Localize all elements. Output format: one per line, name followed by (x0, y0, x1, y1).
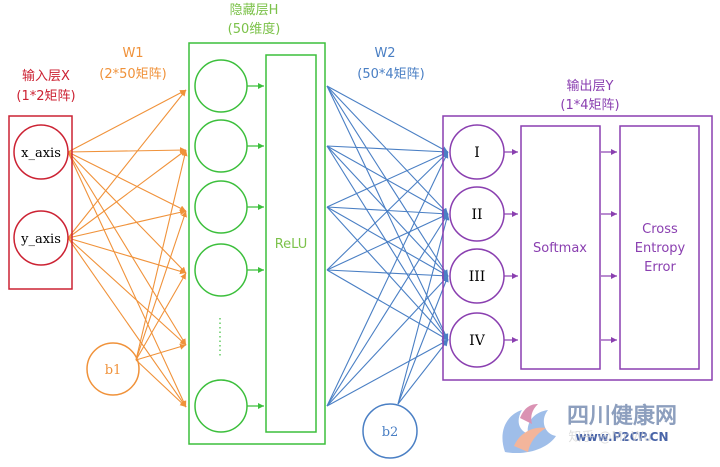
w1-edge (67, 151, 187, 346)
input-layer: 输入层X (1*2矩阵) x_axis y_axis (8, 68, 76, 290)
w2-edge (326, 85, 449, 153)
w2-edge (326, 151, 449, 208)
hidden-layer: 隐藏层H (50维度) ReLU (188, 3, 326, 445)
input-layer-shape: (1*2矩阵) (16, 89, 75, 104)
watermark-site: www.P2CP.CN (576, 430, 669, 444)
output-layer-box (442, 115, 713, 381)
loss-label-line3: Error (644, 260, 676, 275)
w1-edge (67, 149, 187, 239)
watermark: 四川健康网 www.P2CP.CN 知乎 @Mr.Wu (502, 403, 677, 454)
softmax-box (520, 125, 601, 370)
w1-edge (135, 149, 188, 361)
output-node-label: I (474, 145, 480, 161)
b2-edge (397, 339, 449, 405)
w2-edge (326, 151, 449, 407)
hidden-node (194, 119, 248, 173)
w1-edge (135, 359, 187, 408)
w2-edge (326, 269, 449, 279)
output-layer-shape: (1*4矩阵) (560, 98, 619, 113)
w2-connections (326, 85, 450, 407)
hidden-node (194, 59, 248, 113)
w1-edge (67, 89, 187, 153)
input-node-x-label: x_axis (21, 146, 61, 161)
input-node-x (13, 124, 69, 180)
w1-edge (67, 237, 187, 275)
watermark-brand: 四川健康网 (567, 403, 677, 429)
w2-edge (326, 213, 449, 407)
loss-label-line2: Entropy (635, 241, 686, 256)
w1-label: W1 (122, 46, 143, 61)
hidden-layer-title: 隐藏层H (230, 3, 279, 18)
w2-edge (326, 85, 449, 277)
w1-edge (135, 272, 187, 361)
input-node-y (13, 210, 69, 266)
w1-shape: (2*50矩阵) (99, 67, 166, 82)
w1-edge (67, 209, 187, 239)
w2-edge (326, 85, 449, 215)
w1-edge (67, 89, 187, 239)
w1-edge (67, 151, 187, 212)
w1-edge (67, 151, 187, 408)
w2-shape: (50*4矩阵) (357, 67, 424, 82)
bias-b2-label: b2 (382, 425, 399, 440)
w2-edge (326, 151, 449, 271)
watermark-overlay: 知乎 @Mr.Wu (568, 429, 651, 445)
b2-edge (397, 213, 450, 405)
output-node-label: IV (469, 333, 486, 349)
w1-edge (67, 151, 187, 274)
output-layer: 输出层Y (1*4矩阵) Softmax Cross Entropy Error… (442, 78, 713, 381)
input-layer-title: 输入层X (22, 68, 70, 84)
b2-edge (397, 275, 449, 405)
bias-b1-label: b1 (105, 363, 122, 378)
input-layer-box (8, 115, 73, 290)
w1-edge (67, 237, 187, 346)
w1-edge (135, 210, 187, 361)
w2-edge (326, 145, 449, 155)
w1-edge (135, 343, 187, 361)
w2-edge (326, 213, 449, 271)
w2-edge (326, 145, 449, 341)
hidden-layer-shape: (50维度) (228, 21, 281, 37)
w2-edge (326, 275, 449, 407)
bias-b1-node (86, 342, 140, 396)
bird-logo-icon (502, 404, 556, 454)
hidden-nodes (194, 59, 264, 433)
bias-b2-node (362, 403, 418, 459)
w1-edge (67, 237, 187, 408)
output-arrows (504, 149, 617, 343)
output-node-label: II (471, 207, 482, 223)
input-node-y-label: y_axis (20, 232, 61, 247)
hidden-node (194, 379, 248, 433)
hidden-layer-box (188, 42, 326, 445)
relu-box (265, 54, 317, 433)
output-layer-title: 输出层Y (567, 78, 614, 94)
loss-label-line1: Cross (642, 222, 678, 237)
relu-label: ReLU (275, 237, 308, 252)
loss-box (619, 125, 700, 370)
w1-edge (67, 147, 187, 154)
w2-label: W2 (374, 46, 395, 61)
w2-edge (326, 269, 449, 341)
hidden-node (194, 180, 248, 234)
hidden-node (194, 243, 248, 297)
output-node-label: III (469, 269, 486, 285)
w1-connections (67, 89, 188, 408)
w2-edge (326, 339, 449, 407)
softmax-label: Softmax (533, 241, 587, 256)
